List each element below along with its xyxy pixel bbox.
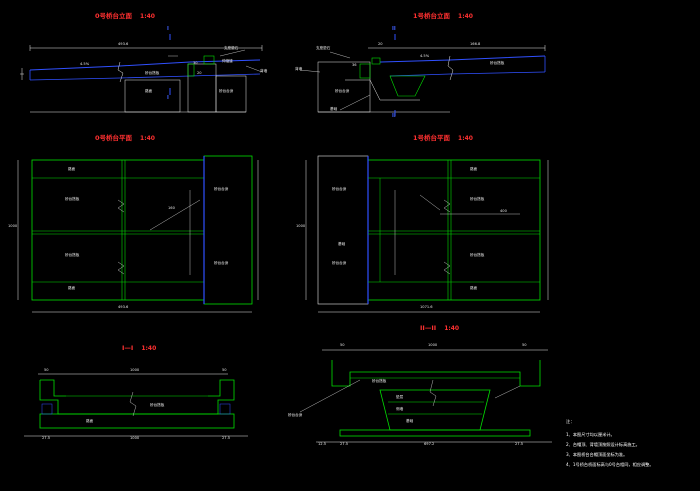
dim-p0-width: 493.6: [118, 305, 129, 309]
section-1: [24, 373, 248, 437]
note-2: 2、台帽顶、背墙顶按照设计标高施工。: [566, 442, 640, 447]
label-p0-slab-bottom: 桥台搭板: [65, 253, 80, 257]
dim-s2-width: 1000: [428, 343, 438, 347]
label-e1-body: 桥台台身: [335, 89, 350, 93]
label-p1-foot: 基础: [338, 242, 346, 246]
title-section-2-text: II—II: [420, 324, 437, 332]
label-e0-backwall: 背墙: [260, 69, 268, 73]
dim-p0-height: 1000: [8, 224, 18, 228]
elevation-0: [20, 34, 263, 113]
title-section-1-scale: 1:40: [141, 345, 157, 352]
title-plan-1-scale: 1:40: [458, 135, 473, 142]
dim-e1-top: 166.8: [470, 42, 481, 46]
elevation-1: [299, 34, 546, 116]
label-p0-body-top: 桥台台身: [214, 187, 229, 191]
dim-e0-top: 493.6: [118, 42, 129, 46]
label-p1-slab-bottom: 桥台搭板: [470, 253, 485, 257]
title-section-2: II—II 1:40: [420, 325, 459, 332]
section-mark-ii-bottom: II: [392, 113, 396, 119]
label-p1-road-bottom: 路面: [470, 286, 478, 290]
label-e1-backwall: 背墙: [295, 67, 303, 71]
label-e1-slab: 桥台搭板: [490, 61, 505, 65]
section-2: [299, 349, 552, 443]
title-elevation-0: 0号桥台立面 1:40: [95, 13, 155, 20]
label-p1-body-bottom: 桥台台身: [332, 261, 347, 265]
title-plan-0-text: 0号桥台平面: [95, 134, 133, 142]
dim-p0-side: 160: [168, 206, 175, 210]
dim-p1-width: 1071.6: [420, 305, 433, 309]
title-plan-0: 0号桥台平面 1:40: [95, 135, 155, 142]
title-plan-1: 1号桥台平面 1:40: [413, 135, 473, 142]
label-p1-road-top: 路面: [470, 167, 478, 171]
dim-s2-bottom-right: 27.5: [515, 442, 524, 446]
title-elevation-0-scale: 1:40: [140, 13, 155, 20]
label-p0-body-bottom: 桥台台身: [214, 261, 229, 265]
label-e0-body: 桥台台身: [219, 89, 234, 93]
plan-0: [17, 155, 259, 313]
title-plan-0-scale: 1:40: [140, 135, 155, 142]
dim-s1-right: 50: [222, 368, 227, 372]
dim-e0-slope: 4.5%: [80, 62, 90, 66]
label-e0-road: 路面: [145, 89, 153, 93]
label-s2-side: 侧墙: [396, 407, 404, 411]
title-elevation-1-text: 1号桥台立面: [413, 12, 451, 20]
dim-s1-bottom-left: 27.5: [42, 436, 51, 440]
label-s2-slab: 桥台搭板: [372, 379, 387, 383]
label-s1-road: 路面: [86, 419, 94, 423]
notes-heading: 注：: [566, 419, 575, 424]
label-s2-foot: 基础: [406, 419, 414, 423]
dim-p1-c: 400: [500, 209, 507, 213]
label-p0-road-top: 路面: [68, 167, 76, 171]
dim-s2-edge: 12.5: [318, 442, 327, 446]
dim-e1-slope: 4.5%: [420, 54, 430, 58]
note-4: 4、1号桥台桥面标高与0号台相同，相应调整。: [566, 462, 654, 467]
title-section-1-text: I—I: [122, 344, 134, 352]
label-p0-slab-top: 桥台搭板: [65, 197, 80, 201]
label-e0-slab: 桥台搭板: [145, 71, 160, 75]
section-mark-i-top: I: [167, 26, 169, 32]
label-s1-slab: 桥台搭板: [150, 403, 165, 407]
title-section-1: I—I 1:40: [122, 345, 156, 352]
label-s2-cushion: 垫层: [396, 395, 404, 399]
dim-s1-bottom: 1000: [130, 436, 140, 440]
title-section-2-scale: 1:40: [444, 325, 460, 332]
label-s2-body: 桥台台身: [288, 413, 303, 417]
dim-s2-right: 50: [522, 343, 527, 347]
dim-s2-bottom-left: 27.5: [340, 442, 349, 446]
dim-s1-bottom-right: 27.5: [222, 436, 231, 440]
dim-e1-b: 20: [378, 42, 383, 46]
label-p1-body-top: 桥台台身: [332, 187, 347, 191]
plan-1: [305, 155, 549, 313]
title-elevation-1: 1号桥台立面 1:40: [413, 13, 473, 20]
section-mark-i-bottom: I: [167, 95, 169, 101]
label-p0-road-bottom: 路面: [68, 286, 76, 290]
dim-e0-c: 20: [197, 71, 202, 75]
dim-e1-c: 36: [352, 63, 357, 67]
dim-e0-b: 30: [193, 61, 198, 65]
title-plan-1-text: 1号桥台平面: [413, 134, 451, 142]
dim-p1-height: 1000: [296, 224, 306, 228]
note-3: 3、本图桥台台帽顶面坐标为准。: [566, 452, 628, 457]
title-elevation-1-scale: 1:40: [458, 13, 473, 20]
title-elevation-0-text: 0号桥台立面: [95, 12, 133, 20]
dim-s1-width: 1000: [130, 368, 140, 372]
dim-s2-left: 50: [340, 343, 345, 347]
label-e1-bearing: 支座垫石: [316, 46, 331, 50]
label-p1-slab-top: 桥台搭板: [470, 197, 485, 201]
label-e1-foot: 基础: [330, 107, 338, 111]
label-e0-bearing: 支座垫石: [224, 46, 239, 50]
label-e0-joint: 伸缩缝: [222, 59, 233, 63]
dim-s2-bottom: 697.2: [424, 442, 435, 446]
dim-s1-left: 50: [44, 368, 49, 372]
note-1: 1、本图尺寸均以厘米计。: [566, 432, 615, 437]
section-mark-ii-top: II: [392, 26, 396, 32]
